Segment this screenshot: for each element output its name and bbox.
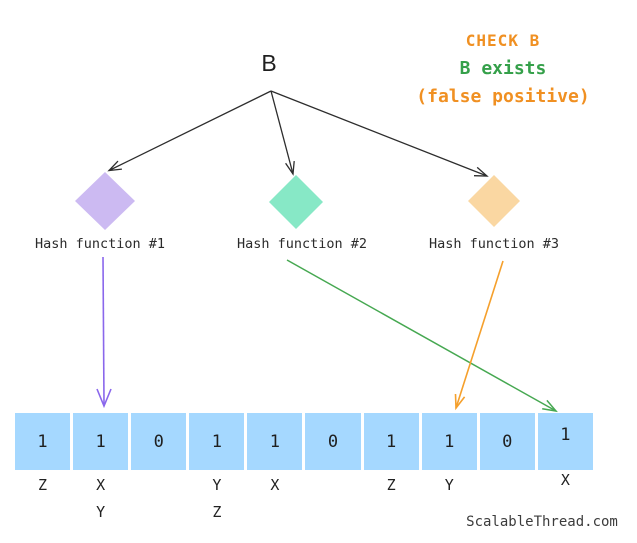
bit-item-label: Y [444,476,454,494]
bit-value: 0 [131,413,187,470]
watermark-text: ScalableThread.com [466,514,618,530]
bit-cell-5: 1 X [247,413,303,521]
bit-cell-1: 1 Z [15,413,71,521]
status-check-label: CHECK B [465,31,541,50]
arrowhead-icon [542,399,558,413]
bit-item-label: Y [96,503,106,521]
root-item-label: B [261,50,277,76]
bit-item-label: X [96,476,106,494]
bit-cell-6: 0 [305,413,361,521]
bit-item-label [305,476,360,494]
bit-cell-7: 1 Z [363,413,419,521]
bit-item-label: Z [386,476,396,494]
hash1-label: Hash function #1 [34,236,166,252]
hash3-label: Hash function #3 [428,236,560,252]
bit-item-label: X [560,471,570,489]
bit-item-label [480,476,535,494]
arrow-b-to-hash2 [270,90,295,176]
bit-value: 1 [537,413,593,470]
arrow-hash2-to-cell10 [286,259,558,413]
bit-cell-9: 0 [479,413,535,521]
bit-value: 1 [421,413,477,470]
bit-cell-8: 1 Y [421,413,477,521]
bit-item-label [131,503,186,521]
bit-value: 1 [363,413,419,470]
arrowhead-icon [285,161,295,176]
bit-item-label: Z [212,503,222,521]
bit-value: 0 [479,413,535,470]
arrowhead-icon [454,393,466,411]
hash2-label: Hash function #2 [236,236,368,252]
arrow-hash1-to-cell2 [96,256,112,409]
arrow-b-to-hash1 [107,90,272,172]
status-exists-label: B exists [459,58,547,79]
bit-item-label [305,503,360,521]
bit-item-label: Z [38,476,48,494]
arrowhead-icon [107,160,122,172]
bit-cell-3: 0 [131,413,187,521]
hash3-diamond-icon [468,175,520,227]
bit-item-label [247,503,302,521]
bit-item-label: Y [212,476,222,494]
bit-value: 1 [189,413,245,470]
bit-value: 1 [73,413,129,470]
arrowhead-icon [473,166,489,177]
status-block: CHECK B B exists (false positive) [398,27,608,111]
hash1-diamond-icon [75,172,135,230]
bit-item-label [364,503,419,521]
bit-array: 1 Z 1 X Y 0 1 Y Z 1 X 0 1 [15,413,593,521]
bit-cell-2: 1 X Y [73,413,129,521]
bit-item-label [15,503,70,521]
bit-value: 0 [305,413,361,470]
bit-value: 1 [15,413,71,470]
bit-cell-10: 1 X [537,413,593,521]
bit-value: 1 [247,413,303,470]
bit-item-label: X [270,476,280,494]
arrowhead-icon [96,388,112,409]
arrow-hash3-to-cell8 [454,260,504,411]
hash2-diamond-icon [269,175,323,229]
bit-cell-4: 1 Y Z [189,413,245,521]
bit-item-label [131,476,186,494]
status-false-positive-label: (false positive) [416,86,590,107]
